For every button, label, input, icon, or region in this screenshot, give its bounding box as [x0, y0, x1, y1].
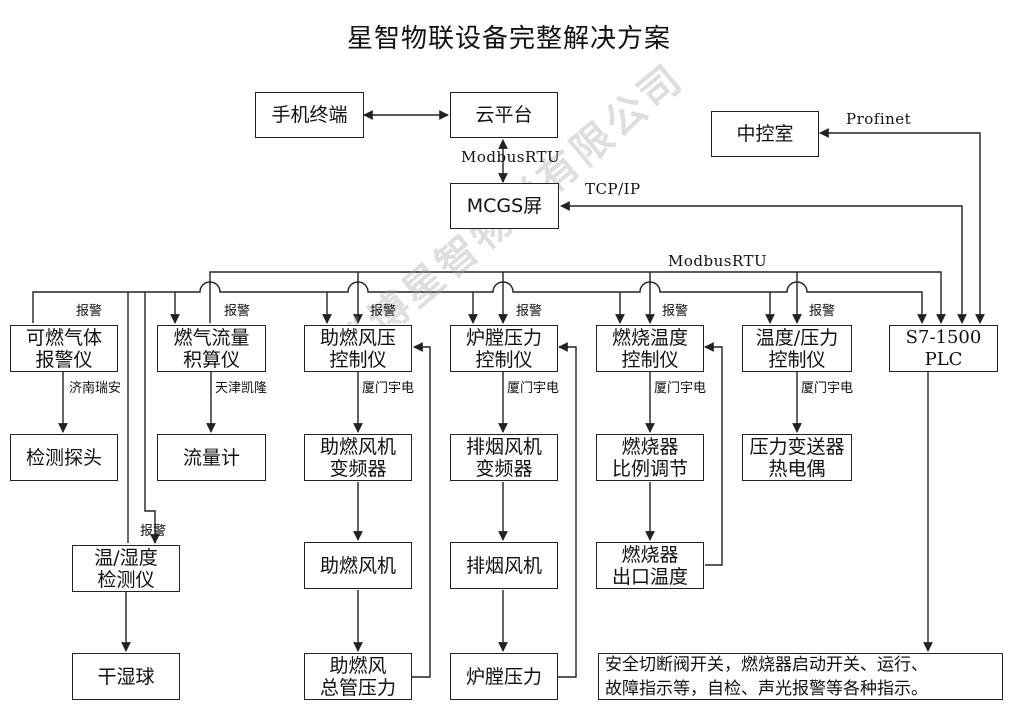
node-temp-press-ctrl-label: 温度/压力 控制仪 — [755, 326, 839, 371]
plc-indication-note: 安全切断阀开关，燃烧器启动开关、运行、 故障指示等，自检、声光报警等各种指示。 — [598, 653, 1003, 700]
node-gas-alarm[interactable]: 可燃气体 报警仪 — [10, 325, 118, 372]
alarm-line — [32, 281, 927, 324]
node-cloud-label: 云平台 — [475, 104, 533, 126]
node-humidity-label: 温/湿度 检测仪 — [94, 546, 158, 591]
label-alarm-6: 报警 — [809, 304, 836, 319]
node-exhaust-fan-label: 排烟风机 — [465, 554, 542, 577]
label-alarm-1: 报警 — [76, 304, 103, 319]
node-flowmeter-label: 流量计 — [182, 446, 240, 469]
node-burn-temp-controller[interactable]: 燃烧温度 控制仪 — [596, 325, 704, 372]
diagram-title: 星智物联设备完整解决方案 — [346, 24, 671, 54]
node-probe-label: 检测探头 — [25, 446, 102, 469]
label-xiamen-2: 厦门宇电 — [507, 381, 560, 396]
node-exhaust-vfd-label: 排烟风机 变频器 — [465, 435, 542, 480]
label-xiamen-4: 厦门宇电 — [801, 381, 854, 396]
node-comb-vfd-label: 助燃风机 变频器 — [319, 435, 396, 480]
node-comb-fan-ctrl-label: 助燃风压 控制仪 — [319, 326, 396, 371]
node-phone-label: 手机终端 — [271, 104, 348, 126]
label-alarm-2: 报警 — [224, 304, 251, 319]
node-control-room-label: 中控室 — [736, 123, 794, 145]
node-control-room[interactable]: 中控室 — [711, 111, 819, 157]
label-alarm-4: 报警 — [516, 304, 543, 319]
node-comb-fan-label: 助燃风机 — [319, 554, 396, 577]
label-tianjin: 天津凯隆 — [215, 381, 268, 396]
node-mcgs-screen[interactable]: MCGS屏 — [450, 183, 559, 229]
label-profinet: Profinet — [846, 110, 912, 128]
label-alarm-7: 报警 — [140, 524, 167, 539]
node-press-transmitter-label: 压力变送器 热电偶 — [749, 435, 845, 480]
node-temp-pressure-controller[interactable]: 温度/压力 控制仪 — [742, 325, 852, 372]
node-combustion-fan[interactable]: 助燃风机 — [304, 542, 412, 589]
label-tcpip: TCP/IP — [585, 180, 641, 198]
node-combustion-air-controller[interactable]: 助燃风压 控制仪 — [304, 325, 412, 372]
node-plc-label: S7-1500 PLC — [905, 326, 982, 370]
node-burn-temp-ctrl-label: 燃烧温度 控制仪 — [611, 326, 688, 371]
node-furnace-press-label: 炉膛压力 — [465, 665, 542, 688]
node-furnace-pressure-controller[interactable]: 炉膛压力 控制仪 — [450, 325, 558, 372]
node-exhaust-fan[interactable]: 排烟风机 — [450, 542, 558, 589]
controlroom-plc-link — [819, 128, 985, 324]
node-dry-wet-ball-label: 干湿球 — [97, 665, 155, 688]
node-gas-alarm-label: 可燃气体 报警仪 — [25, 326, 102, 371]
label-modbus-cloud: ModbusRTU — [461, 148, 561, 166]
label-xiamen-3: 厦门宇电 — [654, 381, 707, 396]
node-furnace-ctrl-label: 炉膛压力 控制仪 — [465, 326, 542, 371]
label-alarm-3: 报警 — [370, 304, 397, 319]
node-phone-terminal[interactable]: 手机终端 — [255, 92, 364, 138]
node-detection-probe[interactable]: 检测探头 — [10, 434, 118, 481]
label-jinan: 济南瑞安 — [69, 381, 122, 396]
node-gas-flow-label: 燃气流量 积算仪 — [173, 326, 250, 371]
node-combustion-pipe-pressure[interactable]: 助燃风 总管压力 — [304, 653, 412, 700]
node-gas-flow-integrator[interactable]: 燃气流量 积算仪 — [157, 325, 266, 372]
node-exhaust-fan-vfd[interactable]: 排烟风机 变频器 — [450, 434, 558, 481]
modbus-bus — [209, 271, 946, 324]
node-burner-outlet-temp[interactable]: 燃烧器 出口温度 — [596, 542, 704, 589]
node-cloud-platform[interactable]: 云平台 — [450, 92, 558, 138]
node-burner-outlet-label: 燃烧器 出口温度 — [611, 543, 688, 588]
node-pressure-transmitter[interactable]: 压力变送器 热电偶 — [742, 434, 852, 481]
node-furnace-pressure[interactable]: 炉膛压力 — [450, 653, 558, 700]
node-flowmeter[interactable]: 流量计 — [157, 434, 266, 481]
node-comb-pipe-label: 助燃风 总管压力 — [319, 654, 396, 699]
node-burner-ratio-label: 燃烧器 比例调节 — [611, 435, 688, 480]
plc-note-text: 安全切断阀开关，燃烧器启动开关、运行、 故障指示等，自检、声光报警等各种指示。 — [605, 654, 928, 699]
node-dry-wet-bulb[interactable]: 干湿球 — [72, 653, 180, 700]
node-humidity-meter[interactable]: 温/湿度 检测仪 — [72, 545, 180, 592]
node-plc[interactable]: S7-1500 PLC — [889, 325, 998, 372]
node-mcgs-label: MCGS屏 — [466, 195, 543, 217]
node-combustion-fan-vfd[interactable]: 助燃风机 变频器 — [304, 434, 412, 481]
node-burner-ratio[interactable]: 燃烧器 比例调节 — [596, 434, 704, 481]
label-alarm-5: 报警 — [662, 304, 689, 319]
label-modbus-bus: ModbusRTU — [668, 252, 768, 270]
label-xiamen-1: 厦门宇电 — [362, 381, 415, 396]
